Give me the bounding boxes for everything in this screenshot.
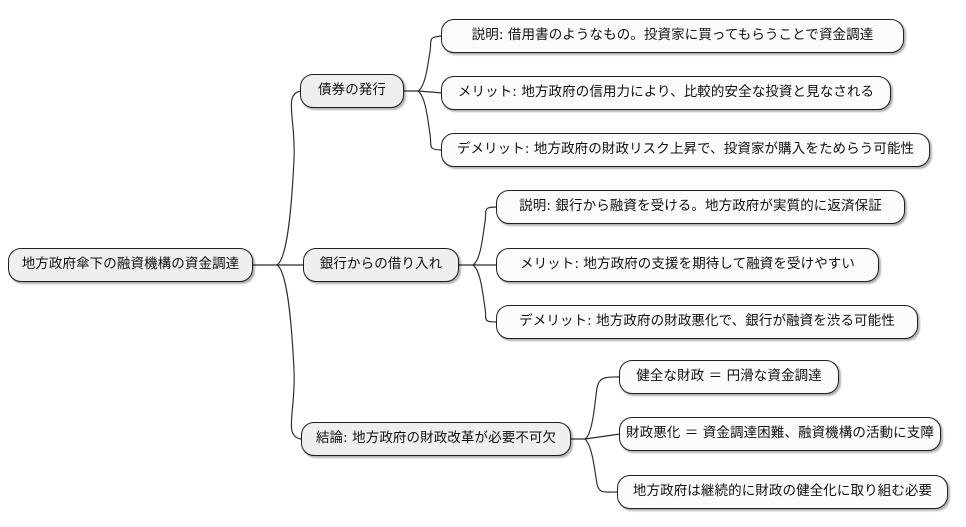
leaf-node-bank-merit[interactable]: メリット: 地方政府の支援を期待して融資を受けやすい xyxy=(496,248,879,282)
edge-branch-1-to-leaf-1 xyxy=(417,35,443,92)
branch-node-bank-loan[interactable]: 銀行からの借り入れ xyxy=(303,248,459,282)
leaf-node-label: メリット: 地方政府の支援を期待して融資を受けやすい xyxy=(519,256,856,273)
edge-branch-2-to-leaf-1 xyxy=(472,206,498,266)
leaf-node-label: メリット: 地方政府の信用力により、比較的安全な投資と見なされる xyxy=(457,84,875,101)
leaf-node-label: 健全な財政 ＝ 円滑な資金調達 xyxy=(636,368,822,385)
edge-branch-2-to-leaf-3 xyxy=(472,264,498,323)
edge-branch-1-to-leaf-3 xyxy=(417,90,443,151)
branch-node-label: 債券の発行 xyxy=(318,82,386,99)
leaf-node-label: 説明: 借用書のようなもの。投資家に買ってもらうことで資金調達 xyxy=(471,27,874,44)
leaf-node-label: 地方政府は継続的に財政の健全化に取り組む必要 xyxy=(632,483,933,500)
leaf-node-bond-demerit[interactable]: デメリット: 地方政府の財政リスク上昇で、投資家が購入をためらう可能性 xyxy=(441,133,930,167)
root-node[interactable]: 地方政府傘下の融資機構の資金調達 xyxy=(8,248,253,282)
branch-node-label: 結論: 地方政府の財政改革が必要不可欠 xyxy=(315,430,557,447)
leaf-node-bank-description[interactable]: 説明: 銀行から融資を受ける。地方政府が実質的に返済保証 xyxy=(496,190,905,224)
branch-node-conclusion[interactable]: 結論: 地方政府の財政改革が必要不可欠 xyxy=(301,422,571,456)
edge-branch-1-to-leaf-2 xyxy=(417,90,444,94)
leaf-node-label: 説明: 銀行から融資を受ける。地方政府が実質的に返済保証 xyxy=(519,198,882,215)
branch-node-bond-issuance[interactable]: 債券の発行 xyxy=(300,74,404,108)
edge-branch-3-to-leaf-2 xyxy=(584,433,621,440)
edge-branch-3-to-leaf-1 xyxy=(584,376,621,440)
branch-node-label: 銀行からの借り入れ xyxy=(319,256,443,273)
leaf-node-label: 財政悪化 ＝ 資金調達困難、融資機構の活動に支障 xyxy=(626,425,934,442)
leaf-node-label: デメリット: 地方政府の財政悪化で、銀行が融資を渋る可能性 xyxy=(519,313,895,330)
leaf-node-sound-finance[interactable]: 健全な財政 ＝ 円滑な資金調達 xyxy=(619,360,839,394)
root-node-label: 地方政府傘下の融資機構の資金調達 xyxy=(21,256,240,273)
leaf-node-fiscal-deterioration[interactable]: 財政悪化 ＝ 資金調達困難、融資機構の活動に支障 xyxy=(619,417,941,451)
leaf-node-bond-merit[interactable]: メリット: 地方政府の信用力により、比較的安全な投資と見なされる xyxy=(441,76,891,110)
leaf-node-label: デメリット: 地方政府の財政リスク上昇で、投資家が購入をためらう可能性 xyxy=(456,141,915,158)
leaf-node-continuous-effort[interactable]: 地方政府は継続的に財政の健全化に取り組む必要 xyxy=(617,475,948,509)
leaf-node-bond-description[interactable]: 説明: 借用書のようなもの。投資家に買ってもらうことで資金調達 xyxy=(441,19,904,53)
edge-branch-3-to-leaf-3 xyxy=(584,438,619,493)
edge-root-to-branch-3 xyxy=(276,264,302,440)
edge-root-to-branch-1 xyxy=(276,90,302,266)
leaf-node-bank-demerit[interactable]: デメリット: 地方政府の財政悪化で、銀行が融資を渋る可能性 xyxy=(496,305,918,339)
